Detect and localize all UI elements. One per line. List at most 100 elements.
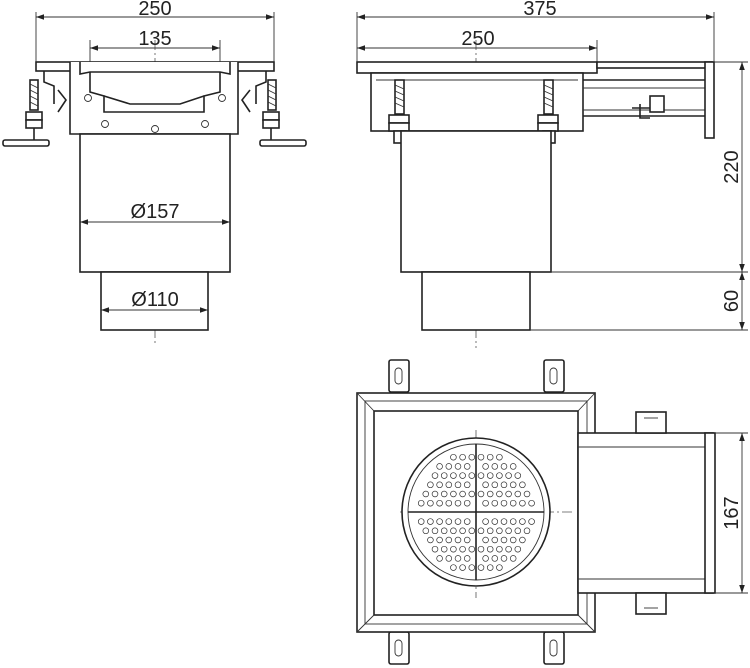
grating-hole — [519, 499, 526, 507]
grating-hole — [519, 481, 526, 489]
grating-hole — [496, 564, 503, 571]
top-outlet-width-label: 167 — [721, 496, 743, 529]
grating-hole — [454, 463, 462, 470]
grating-hole — [509, 463, 517, 470]
grating-hole — [505, 490, 512, 498]
grating-hole — [505, 527, 512, 535]
mounting-tab-top-right — [543, 359, 565, 393]
grating-hole — [491, 518, 499, 525]
grating-hole — [450, 564, 457, 571]
grating-hole — [523, 490, 531, 498]
grating-hole — [450, 545, 457, 553]
grating-hole — [459, 453, 466, 461]
grating-hole — [509, 481, 517, 489]
grating-hole — [486, 490, 494, 498]
grating-hole — [422, 490, 430, 498]
grating-hole — [509, 555, 517, 562]
side-dim-250: 250 — [357, 28, 598, 62]
grating-hole — [491, 536, 499, 544]
side-total-label: 375 — [523, 0, 556, 20]
grating-hole — [431, 472, 439, 479]
grating-hole — [477, 472, 485, 479]
front-dim-250: 250 — [35, 0, 275, 62]
grating-hole — [445, 536, 453, 544]
front-dim-135: 135 — [89, 28, 221, 62]
grating-hole — [463, 481, 471, 489]
grating-hole — [486, 527, 494, 535]
grating-hole — [468, 527, 476, 535]
grating-hole — [496, 527, 503, 535]
grating-hole — [528, 499, 535, 507]
grating-hole — [482, 518, 489, 525]
grating-hole — [491, 555, 499, 562]
grating-hole — [454, 499, 462, 507]
grating-hole — [450, 453, 457, 461]
grating-hole — [505, 545, 512, 553]
grating-hole — [431, 545, 439, 553]
grating-hole — [450, 472, 457, 479]
grating-hole — [440, 527, 448, 535]
grating-hole — [463, 463, 471, 470]
grating-hole — [436, 499, 443, 507]
grating-hole — [486, 545, 494, 553]
front-body-dia-label: Ø157 — [131, 201, 180, 223]
grating-hole — [486, 564, 494, 571]
grating-hole — [445, 499, 453, 507]
side-view — [356, 40, 715, 348]
grating-hole — [436, 518, 443, 525]
grating-hole — [431, 527, 439, 535]
grating-hole — [477, 453, 485, 461]
grating-hole — [496, 490, 503, 498]
grating-hole — [500, 481, 508, 489]
grating-hole — [440, 545, 448, 553]
grating-hole — [436, 536, 443, 544]
grating-hole — [477, 545, 485, 553]
grating-hole — [440, 472, 448, 479]
grating-hole — [496, 453, 503, 461]
front-outlet-dia-label: Ø110 — [131, 289, 178, 311]
grating-hole — [491, 481, 499, 489]
grating-hole — [417, 499, 425, 507]
grating-holes — [417, 453, 535, 571]
grating-hole — [463, 499, 471, 507]
grating-hole — [486, 472, 494, 479]
grating-hole — [454, 555, 462, 562]
grating-hole — [519, 536, 526, 544]
grating-hole — [427, 518, 434, 525]
side-height-label: 220 — [721, 150, 743, 183]
grating-hole — [523, 527, 531, 535]
grating-hole — [440, 490, 448, 498]
grating-hole — [519, 518, 526, 525]
top-dim-167: 167 — [715, 432, 748, 594]
front-width-label: 250 — [138, 0, 171, 20]
grating-hole — [445, 518, 453, 525]
grating-hole — [459, 527, 466, 535]
side-dim-220: 220 — [551, 61, 748, 273]
front-dim-110: Ø110 — [101, 289, 208, 313]
grating-hole — [482, 463, 489, 470]
grating-hole — [468, 490, 476, 498]
grating-hole — [417, 518, 425, 525]
grating-hole — [468, 453, 476, 461]
grating-hole — [482, 499, 489, 507]
mounting-tab-bottom-left — [388, 631, 410, 665]
grating-hole — [500, 499, 508, 507]
grating-hole — [422, 527, 430, 535]
grating-hole — [477, 564, 485, 571]
grating-hole — [454, 536, 462, 544]
grating-hole — [459, 472, 466, 479]
grating-hole — [500, 463, 508, 470]
front-dim-157: Ø157 — [80, 201, 230, 225]
grating-hole — [514, 472, 522, 479]
grating-hole — [431, 490, 439, 498]
grating-hole — [500, 518, 508, 525]
grating-hole — [500, 555, 508, 562]
side-dim-60: 60 — [530, 272, 748, 331]
side-width-label: 250 — [461, 28, 494, 50]
front-view — [2, 40, 307, 345]
grating-hole — [463, 536, 471, 544]
grating-hole — [454, 481, 462, 489]
grating-hole — [454, 518, 462, 525]
grating-hole — [477, 490, 485, 498]
